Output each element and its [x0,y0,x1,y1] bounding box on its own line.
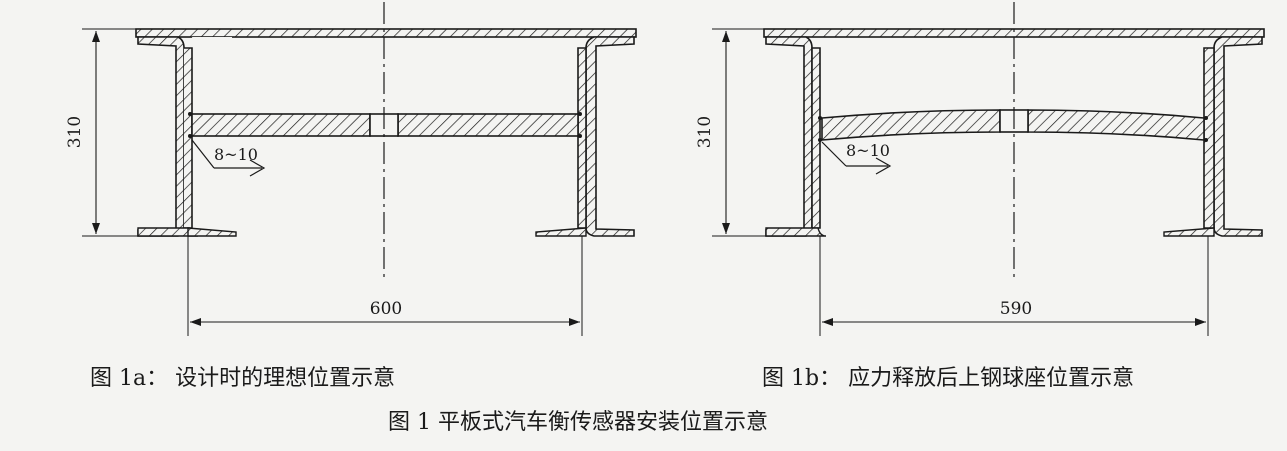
weld-label: 8~10 [214,145,258,164]
weld-label: 8~10 [846,141,890,160]
width-dim-label: 590 [1000,299,1032,319]
weld-symbol: 8~10 [191,139,266,177]
sensor-plate-bowed [818,109,1208,142]
height-dim-label: 310 [695,116,715,148]
width-dim-label: 600 [370,299,402,319]
panel-1b: 310 590 8~10 [695,2,1265,336]
top-deck-plate [135,28,637,38]
caption-1b: 图 1b： 应力释放后上钢球座位置示意 [762,366,1135,391]
height-dim-label: 310 [65,116,85,148]
figure-caption: 图 1 平板式汽车衡传感器安装位置示意 [388,410,768,435]
right-i-beam [535,36,635,237]
width-dimension: 600 [187,236,583,336]
weld-symbol: 8~10 [821,141,892,175]
width-dimension: 590 [819,236,1209,336]
left-i-beam [137,36,237,237]
height-dimension: 310 [65,28,138,237]
right-i-beam [1163,36,1263,237]
sensor-plate-flat [188,112,582,138]
panel-1a: 310 600 8~10 [65,2,637,336]
caption-1a: 图 1a： 设计时的理想位置示意 [90,366,396,391]
left-i-beam [765,36,827,237]
height-dimension: 310 [695,28,766,237]
